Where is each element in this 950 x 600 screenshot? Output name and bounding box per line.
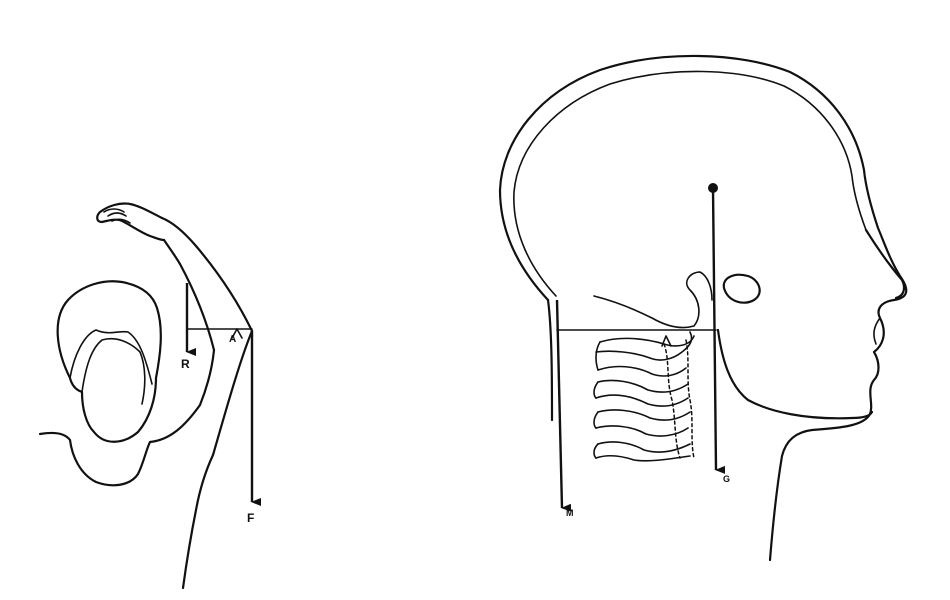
- shoulder-figure: R A F: [38, 202, 261, 590]
- skull-base: [593, 271, 713, 329]
- head-neck-figure: G M: [498, 54, 908, 562]
- fingers: [103, 208, 131, 224]
- ear: [722, 273, 761, 304]
- vector-g-arrow: [711, 187, 726, 474]
- arm-inner: [162, 238, 216, 352]
- neck-shoulders: [38, 348, 216, 487]
- head-outline: [56, 280, 162, 443]
- angle-a-label: A: [229, 334, 236, 345]
- angle-arc: [231, 328, 243, 339]
- vector-f-label: F: [247, 511, 254, 525]
- face-contour: [81, 337, 146, 405]
- vector-r-label: R: [181, 357, 190, 371]
- vector-g-label: G: [723, 474, 730, 484]
- cervical-vertebrae: [593, 331, 695, 462]
- jaw-line: [716, 328, 874, 420]
- skull-inner: [513, 70, 867, 297]
- arm-outer: [160, 216, 254, 333]
- nose: [864, 228, 906, 300]
- vector-m-label: M: [566, 508, 574, 518]
- forearm-hand: [96, 202, 166, 242]
- torso-upper: [211, 329, 254, 457]
- hairline: [69, 329, 153, 385]
- neck-back: [546, 298, 554, 422]
- angle-marker: [661, 335, 672, 347]
- vector-m-arrow: [555, 299, 572, 512]
- lips: [873, 317, 881, 345]
- torso-side: [181, 453, 215, 590]
